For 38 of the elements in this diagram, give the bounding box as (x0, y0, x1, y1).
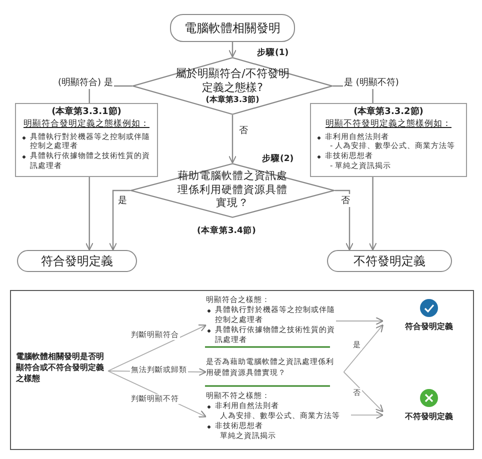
node-label: 電腦軟體相關發明是否明顯符合或不符合發明定義之樣態 (16, 351, 105, 385)
box-heading: 明顯不符發明定義之態樣例如： (324, 118, 452, 130)
edge-label: 否 (340, 194, 351, 207)
terminal-label: 電腦軟體相關發明 (184, 20, 280, 36)
connector-arrow (228, 115, 237, 164)
connector-arrow (343, 372, 384, 412)
connector-arrow (228, 42, 237, 58)
edge-label: (明顯符合) 是 (57, 76, 114, 89)
terminal-label: 不符發明定義 (354, 252, 426, 270)
box-heading: 明顯符合發明定義之態樣例如： (22, 118, 150, 130)
terminal-label: 符合發明定義 (41, 252, 113, 270)
connector-arrow (350, 411, 384, 420)
example-box (15, 103, 158, 177)
step-label: 步驟(2) (262, 153, 294, 165)
decision-diamond (130, 163, 335, 218)
section-reference: (本章第3.3節) (206, 94, 260, 106)
connector-arrow (108, 190, 130, 251)
connector-arrow (336, 316, 384, 326)
question-text: 屬於明顯符合/不符發明定義之態樣? (174, 66, 290, 94)
node-label: 符合發明定義 (405, 321, 453, 332)
edge-label: 是 (117, 194, 128, 207)
connector-arrow (368, 177, 377, 251)
section-reference: (本章第3.3.2節) (352, 107, 424, 118)
connector-arrow (335, 190, 354, 251)
connector-arrow (85, 177, 94, 251)
node-label: 不符發明定義 (405, 411, 453, 422)
connector-arrow (343, 324, 384, 372)
edge-label: 否 (238, 124, 249, 137)
edge-label: 是 (明顯不符) (343, 76, 400, 89)
terminal-box (17, 250, 137, 272)
terminal-box (170, 14, 295, 42)
section-reference: (本章第3.3.1節) (50, 107, 122, 118)
example-box (310, 103, 467, 177)
terminal-box (327, 250, 452, 272)
connector-arrow (108, 324, 207, 372)
step-label: 步驟(1) (257, 47, 289, 59)
section-reference: (本章第3.4節) (197, 225, 256, 237)
question-text: 藉助電腦軟體之資訊處理係利用硬體資源具體實現？ (176, 170, 288, 211)
